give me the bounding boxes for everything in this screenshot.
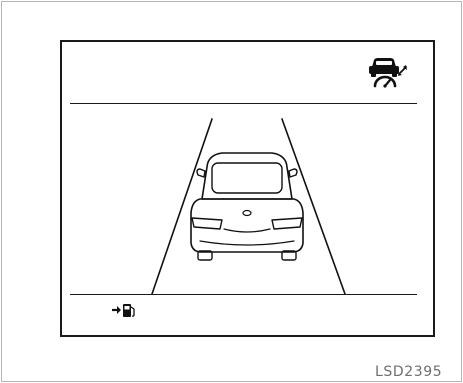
arrow-right-icon bbox=[112, 306, 121, 314]
meter-display-screen bbox=[60, 40, 435, 337]
fuel-pump-icon bbox=[123, 304, 134, 317]
figure-code: LSD2395 bbox=[375, 364, 442, 380]
speedometer-icon bbox=[375, 77, 395, 88]
bottom-divider bbox=[70, 294, 417, 295]
car-rear-view-illustration bbox=[142, 117, 362, 297]
left-lane-line bbox=[152, 119, 212, 294]
vehicle-ahead-distance-icon bbox=[367, 54, 409, 88]
right-lane-line bbox=[282, 119, 345, 294]
car-front-icon bbox=[369, 58, 399, 77]
top-divider bbox=[70, 103, 417, 104]
car-rear-icon bbox=[191, 153, 303, 260]
fuel-arrow-icon bbox=[111, 301, 137, 319]
double-arrow-icon bbox=[398, 65, 407, 76]
